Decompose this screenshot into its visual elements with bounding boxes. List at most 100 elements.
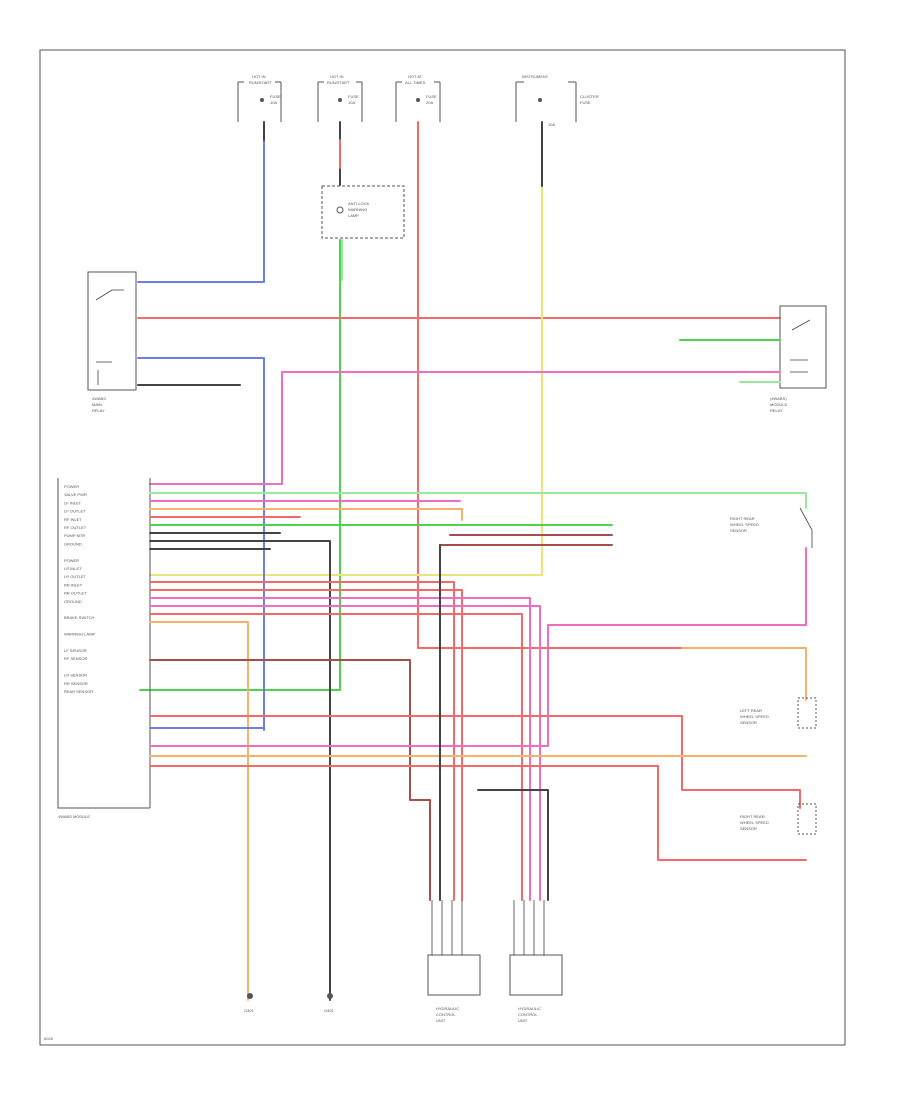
module-pin-label: REAR SENSOR	[64, 689, 93, 694]
module-pin-label: RR INLET	[64, 582, 83, 587]
main-relay-label-0: 4WABS	[92, 396, 106, 401]
hcu-right-label-2: UNIT	[518, 1018, 528, 1023]
fuse-1-label-0: HOT IN	[252, 74, 266, 79]
fuse-2: HOT IN RUN/START FUSE 10A	[317, 74, 363, 122]
module-pin-label: LR OUTLET	[64, 574, 87, 579]
wire-mod-pink-3	[149, 605, 541, 901]
wire-mod-pink-2	[149, 597, 531, 901]
wire-red-main	[417, 121, 683, 649]
fuse-4-label-3: 10A	[548, 122, 555, 127]
module-pin-label: RF INLET	[64, 517, 82, 522]
wire-mod-green-1	[149, 492, 807, 509]
wire-black-hcu-right	[477, 789, 549, 901]
fuse-1: HOT IN RUN/START FUSE 10A	[237, 74, 282, 122]
fuse-1-label-1: RUN/START	[249, 80, 272, 85]
wire-mod-black-2	[149, 540, 331, 1001]
wire-blue-main	[137, 139, 265, 283]
module-pin-label: VALVE PWR	[64, 492, 87, 497]
wire-mod-red-3	[149, 589, 463, 901]
module-relay-label-0: (4WABS)	[770, 396, 787, 401]
wire-mod-orange-1	[149, 508, 463, 521]
module-pin-label: PUMP MTR	[64, 533, 85, 538]
fuse-1-label-2: FUSE	[270, 94, 281, 99]
sensor-right-upper-label-1: WHEEL SPEED	[730, 522, 759, 527]
fuse-3-label-3: 20A	[426, 100, 433, 105]
page-id: 6026	[44, 1036, 54, 1041]
hcu-connector-right: HYDRAULIC CONTROL UNIT	[509, 900, 563, 1023]
hcu-right-label-1: CONTROL	[518, 1012, 538, 1017]
fuse-2-label-2: FUSE	[348, 94, 359, 99]
main-relay-label-2: RELAY	[92, 408, 105, 413]
wire-yellow-main	[149, 185, 543, 576]
sensor-right-middle-label-0: LEFT REAR	[740, 708, 762, 713]
wire-orange-right	[681, 647, 807, 701]
wire-green-trunk	[139, 239, 341, 691]
fuse-4-label-1: CLUSTER	[580, 94, 599, 99]
module-relay-label-1: MODULE	[770, 402, 787, 407]
module-pin-label: WARNING LAMP	[64, 632, 96, 637]
module-pin-label: GROUND	[64, 541, 82, 546]
fuse-3: HOT AT ALL TIMES FUSE 20A	[395, 74, 441, 122]
sensor-right-lower-label-0: RIGHT REAR	[740, 814, 765, 819]
module-pin-label: RR SENSOR	[64, 681, 88, 686]
ground-right: G401	[324, 993, 335, 1013]
sensor-right-lower: RIGHT REAR WHEEL SPEED SENSOR	[740, 803, 817, 835]
module-pin-label: LF SENSOR	[64, 648, 87, 653]
wire-mod-orange-2	[149, 621, 249, 1001]
module-pin-label: BRAKE SWITCH	[64, 615, 95, 620]
sensor-right-lower-label-1: WHEEL SPEED	[740, 820, 769, 825]
ground-left-label: G301	[244, 1008, 255, 1013]
module-pin-label: GROUND	[64, 599, 82, 604]
warning-lamp-label-0: ANTI-LOCK	[348, 201, 370, 206]
hcu-left-label-0: HYDRAULIC	[436, 1006, 459, 1011]
hcu-right-label-0: HYDRAULIC	[518, 1006, 541, 1011]
wire-violet-relay	[137, 357, 265, 731]
ground-right-label: G401	[324, 1008, 335, 1013]
wire-pink-drop	[149, 371, 283, 485]
module-pin-label: POWER	[64, 484, 79, 489]
module-pin-label: RF OUTLET	[64, 525, 87, 530]
hcu-left-label-1: CONTROL	[436, 1012, 456, 1017]
wire-mod-red-5	[149, 715, 801, 809]
module-pin-label: LR INLET	[64, 566, 82, 571]
warning-lamp-label-1: WARNING	[348, 207, 367, 212]
main-relay-label-1: MAIN	[92, 402, 102, 407]
sensor-right-middle-label-2: SENSOR	[740, 720, 757, 725]
fuse-1-label-3: 10A	[270, 100, 277, 105]
sensor-right-upper: RIGHT REAR WHEEL SPEED SENSOR	[730, 507, 813, 548]
fuse-3-label-1: ALL TIMES	[405, 80, 426, 85]
fuse-3-label-2: FUSE	[426, 94, 437, 99]
sensor-right-upper-label-0: RIGHT REAR	[730, 516, 755, 521]
fuse-2-label-0: HOT IN	[330, 74, 344, 79]
sensor-right-upper-label-2: SENSOR	[730, 528, 747, 533]
fuse-2-label-3: 10A	[348, 100, 355, 105]
module-pin-label: RR OUTLET	[64, 591, 87, 596]
warning-lamp-module: ANTI-LOCK WARNING LAMP	[321, 185, 405, 239]
module-pin-label: LF OUTLET	[64, 509, 86, 514]
fuse-4-label-2: FUSE	[580, 100, 591, 105]
wire-set	[137, 121, 781, 691]
wire-mod-red-2	[149, 581, 455, 901]
fuse-4: INSTRUMENT CLUSTER FUSE 10A	[515, 74, 599, 127]
hcu-connector-left: HYDRAULIC CONTROL UNIT	[427, 900, 481, 1023]
sensor-right-lower-label-2: SENSOR	[740, 826, 757, 831]
wire-mod-red-4	[149, 613, 523, 901]
module-relay: (4WABS) MODULE RELAY	[770, 305, 827, 413]
main-relay: 4WABS MAIN RELAY	[87, 271, 137, 413]
module-pin-label: LR SENSOR	[64, 673, 87, 678]
ground-left: G301	[244, 993, 255, 1013]
fuse-2-label-1: RUN/START	[327, 80, 350, 85]
sensor-right-middle-label-1: WHEEL SPEED	[740, 714, 769, 719]
wire-mod-brown-1	[149, 659, 431, 901]
module-pin-label: POWER	[64, 558, 79, 563]
warning-lamp-label-2: LAMP	[348, 213, 359, 218]
diagram-frame	[39, 49, 846, 1046]
module-relay-label-2: RELAY	[770, 408, 783, 413]
module-wires	[149, 492, 807, 1001]
abs-module-label: 4WABS MODULE	[58, 814, 90, 819]
hcu-left-label-2: UNIT	[436, 1018, 446, 1023]
fuse-4-label-0: INSTRUMENT	[522, 74, 549, 79]
